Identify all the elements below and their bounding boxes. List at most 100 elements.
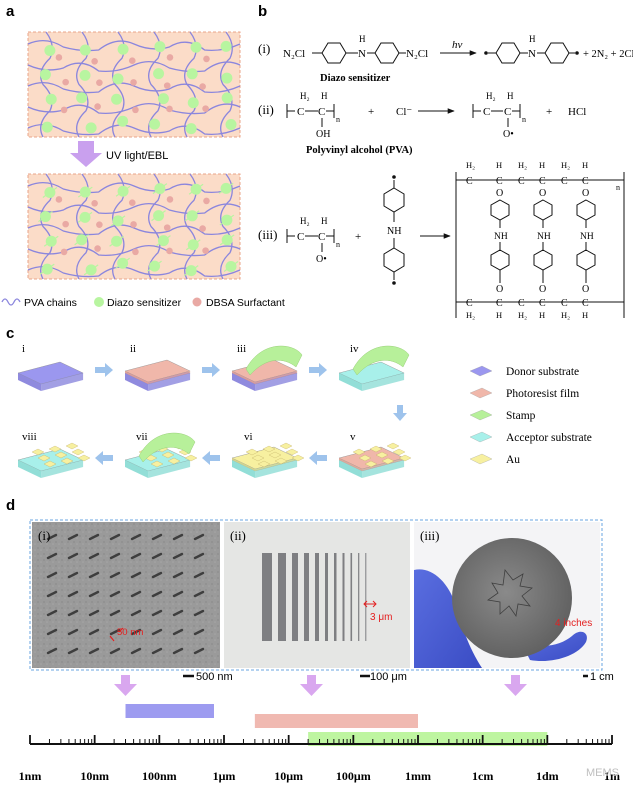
diazo-particle [190, 183, 202, 195]
nanostructure [46, 590, 58, 598]
au-pad [184, 454, 198, 462]
reaction-i-n: N [358, 48, 366, 60]
legend-swatch [469, 431, 493, 443]
legend-label: Photoresist film [506, 388, 579, 400]
nanostructure [67, 590, 79, 598]
backbone-carbon: C [539, 298, 546, 309]
axis-label: 1μm [213, 769, 236, 783]
panel-d-down-arrows [114, 675, 527, 696]
backbone-carbon: C [561, 298, 568, 309]
axis-label: 1cm [472, 769, 493, 783]
dbsa-particle [62, 220, 69, 228]
nanostructure [67, 552, 79, 560]
nanostructure [130, 552, 142, 560]
reaction-i-number: (i) [258, 41, 270, 56]
diazo-particle [111, 93, 123, 105]
backbone-hydrogen: H [539, 310, 545, 320]
process-arrow [95, 363, 113, 377]
backbone-hydrogen: H [539, 160, 545, 170]
nanostructure [172, 571, 184, 579]
nanostructure-array [46, 533, 205, 655]
pva-chain [27, 224, 241, 236]
panel-d-label: d [6, 497, 15, 514]
slab-side [255, 460, 298, 478]
watermark: MEMS [586, 767, 619, 779]
diazo-particle [112, 215, 124, 227]
au-pad [161, 451, 175, 459]
diazo-particle [149, 118, 161, 130]
pva-chain-legend-icon [1, 298, 21, 306]
nanostructure [67, 647, 79, 655]
panel-a-legend: PVA chains Diazo sensitizer DBSA Surfact… [1, 297, 285, 309]
backbone-hydrogen: H [582, 310, 588, 320]
nanostructure [88, 628, 100, 636]
diazo-particle [79, 69, 91, 81]
nanostructure [88, 571, 100, 579]
step-label-v: v [350, 431, 356, 443]
slab-side [125, 371, 149, 384]
nanostructure [130, 533, 142, 541]
au-pad [386, 442, 400, 450]
diazo-particle [39, 69, 51, 81]
au-pad [352, 448, 366, 456]
diazo-particle [41, 121, 53, 133]
au-pad [48, 445, 62, 453]
reaction-iii: (iii) H₂ C H C n O• + NH [258, 160, 625, 320]
reaction-ii-c2: C [318, 106, 325, 118]
diazo-particle [185, 265, 197, 277]
reaction-ii-p-sub-n: n [522, 115, 526, 124]
legend-label: Stamp [506, 410, 536, 422]
nanostructure [130, 628, 142, 636]
step-label-iii: iii [237, 343, 246, 355]
nanostructure [193, 552, 205, 560]
dbsa-particle [163, 82, 171, 89]
nanostructure [88, 609, 100, 617]
dbsa-legend-icon [192, 297, 202, 307]
dbsa-particle [203, 55, 210, 63]
ether-oxygen: O [496, 284, 503, 295]
dbsa-particle [55, 196, 63, 203]
backbone-hydrogen: H₂ [466, 160, 475, 170]
backbone-hydrogen: H₂ [466, 310, 475, 320]
axis-label: 1mm [405, 769, 431, 783]
reaction-iii-orad: O• [316, 254, 327, 265]
nanostructure [109, 571, 121, 579]
dbsa-particle [166, 247, 173, 255]
legend-diazo: Diazo sensitizer [107, 297, 182, 309]
nanostructure [172, 609, 184, 617]
au-pad [375, 451, 389, 459]
au-pad [274, 457, 288, 465]
step-label-ii: ii [130, 343, 136, 355]
particles-before [39, 40, 237, 135]
process-arrow [393, 405, 407, 421]
ether-oxygen: O [539, 284, 546, 295]
diazo-particle [149, 260, 161, 272]
slab-side [125, 373, 149, 391]
reaction-iii-number: (iii) [258, 227, 278, 242]
nanostructure [88, 590, 100, 598]
leaf-pattern [486, 569, 533, 618]
diazo-particle [190, 41, 202, 53]
backbone-carbon: C [466, 298, 473, 309]
backbone-hydrogen: H [496, 160, 502, 170]
reaction-ii-p-c2: C [504, 106, 511, 118]
nanostructure [46, 609, 58, 617]
au-pad [358, 454, 372, 462]
nanostructure [109, 590, 121, 598]
panel-c-label: c [6, 325, 14, 342]
panel-b-label: b [258, 3, 267, 20]
dbsa-particle [96, 79, 103, 86]
nanostructure [46, 552, 58, 560]
benzene-ring [576, 199, 596, 221]
range-bar [254, 714, 418, 728]
backbone-carbon: C [466, 176, 473, 187]
range-bar [308, 732, 548, 746]
au-pad [262, 445, 276, 453]
dbsa-particle [130, 79, 137, 86]
slab-side [125, 460, 149, 478]
diazo-particle [153, 68, 165, 80]
reaction-ii-plus: + [368, 106, 374, 118]
nanostructure [67, 571, 79, 579]
